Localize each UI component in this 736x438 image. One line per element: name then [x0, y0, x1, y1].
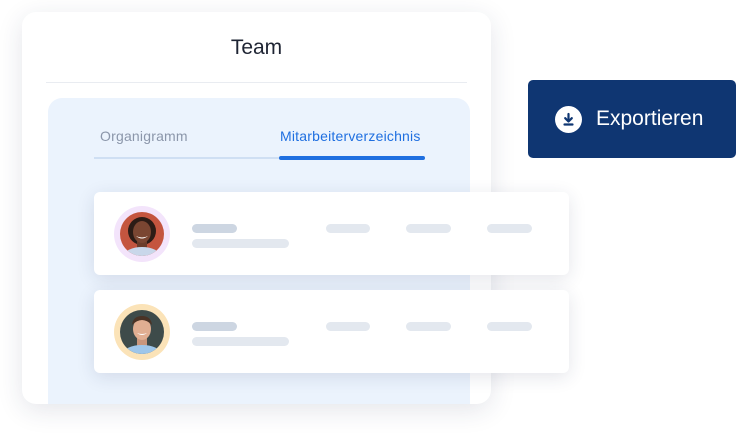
card-title: Team: [230, 36, 283, 59]
name-placeholder: [192, 322, 237, 331]
export-button-label: Exportieren: [596, 107, 704, 130]
active-tab-indicator: [279, 156, 425, 160]
avatar: [114, 206, 170, 262]
column-placeholder: [406, 224, 451, 233]
name-placeholder: [192, 224, 237, 233]
employee-row[interactable]: [94, 290, 569, 373]
employee-row[interactable]: [94, 192, 569, 275]
tab-organigramm[interactable]: Organigramm: [100, 128, 188, 144]
card-divider: [46, 82, 467, 83]
avatar: [114, 304, 170, 360]
column-placeholder: [406, 322, 451, 331]
tab-mitarbeiterverzeichnis[interactable]: Mitarbeiterverzeichnis: [280, 128, 421, 144]
role-placeholder: [192, 239, 289, 248]
woman-avatar-icon: [120, 212, 164, 256]
column-placeholder: [487, 224, 532, 233]
column-placeholder: [326, 224, 370, 233]
column-placeholder: [326, 322, 370, 331]
export-button[interactable]: Exportieren: [528, 80, 736, 158]
role-placeholder: [192, 337, 289, 346]
man-avatar-icon: [120, 310, 164, 354]
column-placeholder: [487, 322, 532, 331]
download-icon: [555, 106, 582, 133]
tab-underline: [94, 157, 424, 159]
